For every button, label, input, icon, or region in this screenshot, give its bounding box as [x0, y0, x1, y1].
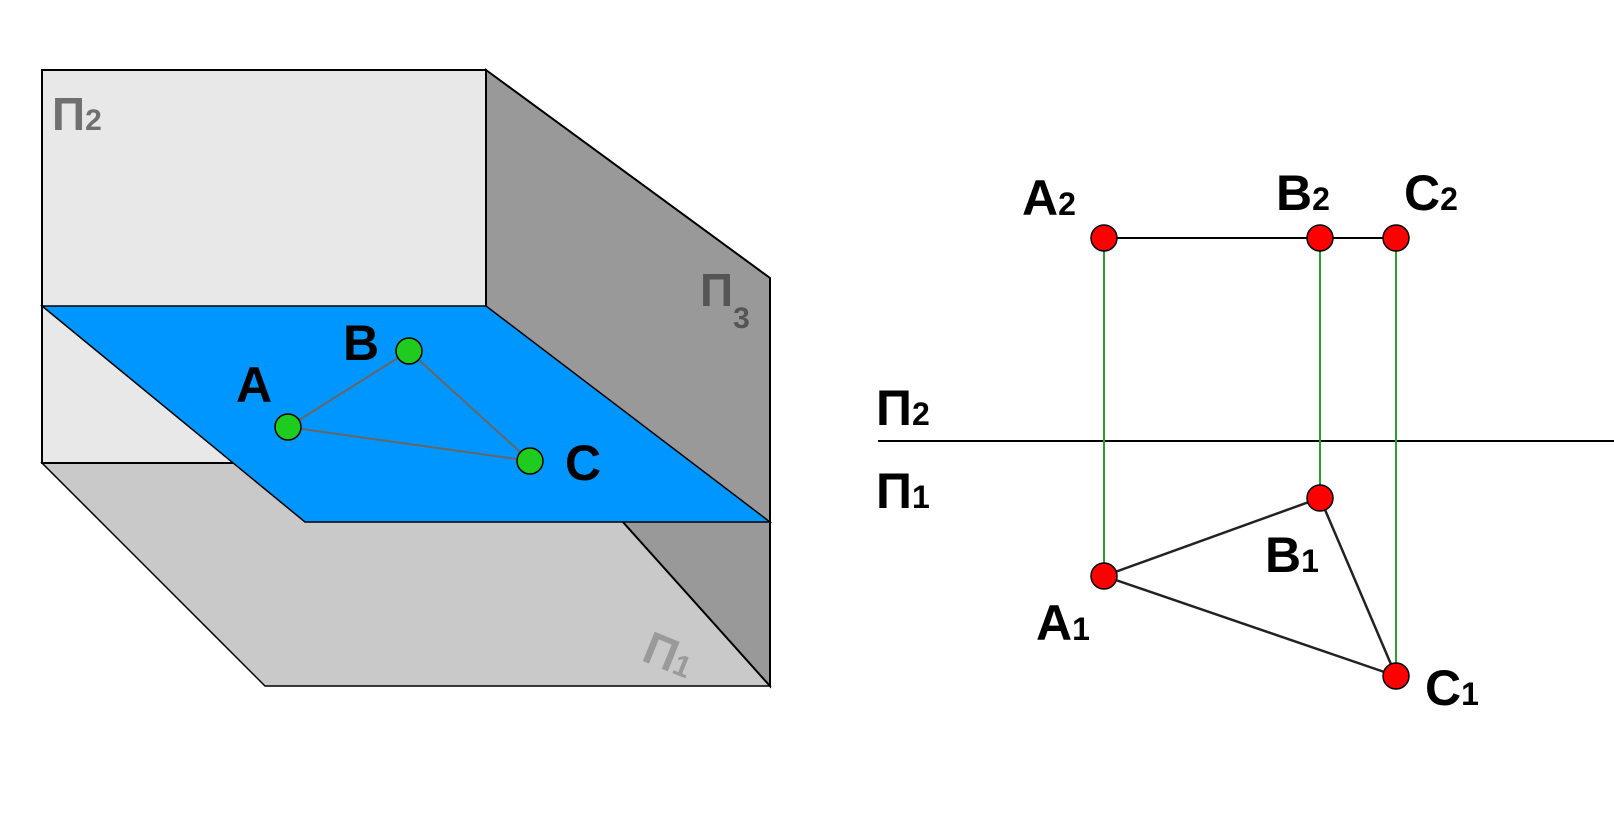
epure: П2 П1 A2 B2 — [876, 165, 1614, 716]
label-p2: П2 — [52, 88, 102, 140]
link-lines — [1103, 238, 1397, 676]
triangle-abc — [287, 350, 531, 462]
point-c — [516, 447, 544, 475]
label-p3: П3 — [700, 264, 750, 335]
point-a1 — [1090, 562, 1118, 590]
point-b2 — [1306, 224, 1334, 252]
label-c2: C2 — [1404, 165, 1458, 221]
point-b1 — [1306, 484, 1334, 512]
edge-ab — [287, 350, 410, 428]
label-a1: A1 — [1036, 595, 1090, 651]
edge-a1-b1 — [1103, 496, 1321, 578]
point-a — [274, 413, 302, 441]
spatial-model: П2 П3 П1 A B C — [39, 68, 773, 689]
point-a2 — [1090, 224, 1118, 252]
edge-bc — [408, 350, 531, 462]
axis-label-p2: П2 — [876, 380, 930, 436]
point-c1 — [1382, 662, 1410, 690]
edge-ac — [287, 426, 531, 462]
label-a2: A2 — [1022, 170, 1076, 226]
edge-a1-c1 — [1103, 574, 1397, 678]
blue-horizontal-plane — [39, 305, 773, 523]
label-a: A — [236, 357, 272, 413]
label-c: C — [565, 435, 601, 491]
edge-b1-c1 — [1318, 497, 1398, 677]
axis-label-p1: П1 — [876, 463, 930, 519]
point-b — [395, 337, 423, 365]
label-b: B — [343, 315, 379, 371]
label-b2: B2 — [1276, 165, 1330, 221]
label-b1: B1 — [1265, 527, 1319, 583]
horizontal-triangle — [1103, 496, 1398, 678]
point-c2 — [1382, 224, 1410, 252]
label-c1: C1 — [1425, 660, 1479, 716]
